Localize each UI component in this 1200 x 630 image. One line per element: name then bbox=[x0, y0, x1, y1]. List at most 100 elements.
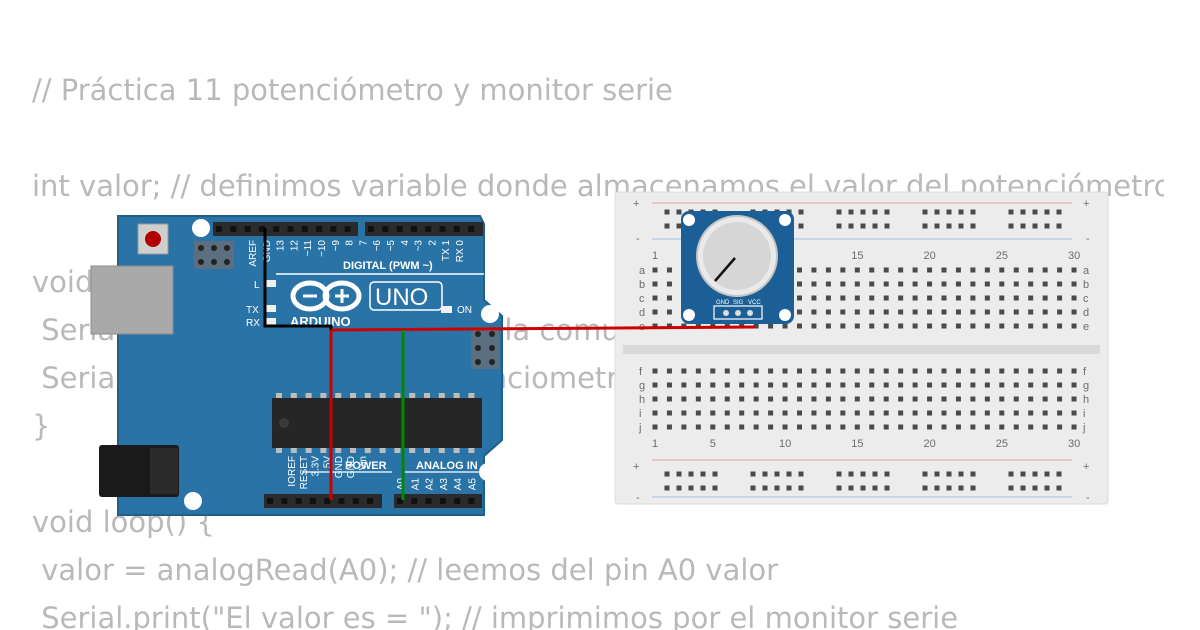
header-pin[interactable] bbox=[324, 498, 331, 504]
header-pin[interactable] bbox=[301, 226, 308, 232]
breadboard-hole[interactable] bbox=[1057, 295, 1063, 301]
breadboard-hole[interactable] bbox=[898, 309, 904, 315]
breadboard-hole[interactable] bbox=[883, 323, 889, 329]
breadboard-hole[interactable] bbox=[753, 368, 759, 374]
rail-hole[interactable] bbox=[848, 471, 854, 477]
breadboard-hole[interactable] bbox=[854, 424, 860, 430]
rail-hole[interactable] bbox=[836, 223, 842, 229]
breadboard-hole[interactable] bbox=[724, 382, 730, 388]
breadboard-hole[interactable] bbox=[1028, 410, 1034, 416]
breadboard-hole[interactable] bbox=[710, 424, 716, 430]
breadboard-hole[interactable] bbox=[898, 323, 904, 329]
header-pin[interactable] bbox=[216, 226, 222, 232]
rail-hole[interactable] bbox=[676, 223, 682, 229]
rail-hole[interactable] bbox=[848, 485, 854, 491]
rail-hole[interactable] bbox=[970, 209, 976, 215]
breadboard-hole[interactable] bbox=[984, 424, 990, 430]
breadboard-hole[interactable] bbox=[970, 382, 976, 388]
breadboard-hole[interactable] bbox=[825, 410, 831, 416]
breadboard-hole[interactable] bbox=[955, 281, 961, 287]
breadboard-hole[interactable] bbox=[652, 281, 658, 287]
rail-hole[interactable] bbox=[958, 223, 964, 229]
breadboard-hole[interactable] bbox=[666, 424, 672, 430]
breadboard-hole[interactable] bbox=[1071, 424, 1077, 430]
breadboard-hole[interactable] bbox=[739, 410, 745, 416]
breadboard-hole[interactable] bbox=[1057, 267, 1063, 273]
breadboard-hole[interactable] bbox=[695, 368, 701, 374]
breadboard-hole[interactable] bbox=[768, 424, 774, 430]
breadboard-hole[interactable] bbox=[782, 368, 788, 374]
rail-hole[interactable] bbox=[922, 223, 928, 229]
breadboard-hole[interactable] bbox=[854, 323, 860, 329]
breadboard-hole[interactable] bbox=[912, 368, 918, 374]
rail-hole[interactable] bbox=[1008, 471, 1014, 477]
breadboard-hole[interactable] bbox=[797, 382, 802, 388]
breadboard-hole[interactable] bbox=[1028, 309, 1034, 315]
breadboard-hole[interactable] bbox=[1028, 424, 1034, 430]
rail-hole[interactable] bbox=[798, 209, 804, 215]
breadboard-hole[interactable] bbox=[811, 368, 817, 374]
breadboard-hole[interactable] bbox=[869, 396, 875, 402]
breadboard-hole[interactable] bbox=[984, 267, 990, 273]
breadboard-hole[interactable] bbox=[984, 382, 990, 388]
rail-hole[interactable] bbox=[1044, 471, 1050, 477]
rail-hole[interactable] bbox=[1032, 485, 1038, 491]
breadboard-hole[interactable] bbox=[941, 281, 947, 287]
potentiometer-pin-sig[interactable] bbox=[735, 310, 741, 316]
potentiometer-pin-gnd[interactable] bbox=[723, 310, 729, 316]
breadboard-hole[interactable] bbox=[681, 368, 687, 374]
breadboard-hole[interactable] bbox=[666, 281, 672, 287]
rail-hole[interactable] bbox=[1032, 471, 1038, 477]
breadboard-hole[interactable] bbox=[898, 382, 904, 388]
rail-hole[interactable] bbox=[836, 471, 842, 477]
breadboard-hole[interactable] bbox=[1057, 309, 1063, 315]
breadboard-hole[interactable] bbox=[912, 410, 918, 416]
rail-hole[interactable] bbox=[700, 485, 706, 491]
analog-pin-header[interactable] bbox=[394, 494, 482, 508]
rail-hole[interactable] bbox=[946, 223, 952, 229]
breadboard-hole[interactable] bbox=[984, 396, 990, 402]
breadboard-hole[interactable] bbox=[695, 410, 701, 416]
rail-hole[interactable] bbox=[946, 209, 952, 215]
header-pin[interactable] bbox=[397, 498, 403, 504]
breadboard-hole[interactable] bbox=[811, 396, 817, 402]
breadboard-hole[interactable] bbox=[941, 368, 947, 374]
rail-hole[interactable] bbox=[884, 223, 890, 229]
breadboard-hole[interactable] bbox=[999, 267, 1005, 273]
breadboard-hole[interactable] bbox=[1071, 323, 1077, 329]
header-pin[interactable] bbox=[352, 498, 359, 504]
header-pin[interactable] bbox=[396, 226, 403, 232]
breadboard-hole[interactable] bbox=[768, 323, 774, 329]
breadboard-hole[interactable] bbox=[1071, 267, 1077, 273]
breadboard-hole[interactable] bbox=[666, 396, 672, 402]
breadboard-hole[interactable] bbox=[854, 281, 860, 287]
header-pin[interactable] bbox=[273, 226, 280, 232]
breadboard-hole[interactable] bbox=[999, 396, 1005, 402]
rail-hole[interactable] bbox=[1032, 223, 1038, 229]
breadboard-hole[interactable] bbox=[1042, 323, 1048, 329]
rail-hole[interactable] bbox=[1008, 209, 1014, 215]
breadboard-hole[interactable] bbox=[840, 267, 846, 273]
rail-hole[interactable] bbox=[1020, 471, 1026, 477]
rail-hole[interactable] bbox=[774, 485, 780, 491]
breadboard-hole[interactable] bbox=[854, 410, 860, 416]
breadboard-hole[interactable] bbox=[941, 396, 947, 402]
breadboard-hole[interactable] bbox=[1028, 382, 1034, 388]
breadboard-hole[interactable] bbox=[1071, 368, 1077, 374]
breadboard-hole[interactable] bbox=[1013, 424, 1019, 430]
breadboard-hole[interactable] bbox=[970, 410, 976, 416]
breadboard-hole[interactable] bbox=[941, 309, 947, 315]
potentiometer-pin-vcc[interactable] bbox=[747, 310, 753, 316]
rail-hole[interactable] bbox=[946, 471, 952, 477]
breadboard-hole[interactable] bbox=[1071, 410, 1077, 416]
rail-hole[interactable] bbox=[848, 209, 854, 215]
rail-hole[interactable] bbox=[676, 471, 682, 477]
breadboard-hole[interactable] bbox=[1042, 281, 1048, 287]
rail-hole[interactable] bbox=[860, 485, 866, 491]
rail-hole[interactable] bbox=[836, 485, 842, 491]
breadboard-hole[interactable] bbox=[1013, 382, 1019, 388]
breadboard-hole[interactable] bbox=[666, 267, 672, 273]
breadboard-hole[interactable] bbox=[797, 424, 802, 430]
breadboard-hole[interactable] bbox=[724, 368, 730, 374]
breadboard-hole[interactable] bbox=[797, 368, 802, 374]
